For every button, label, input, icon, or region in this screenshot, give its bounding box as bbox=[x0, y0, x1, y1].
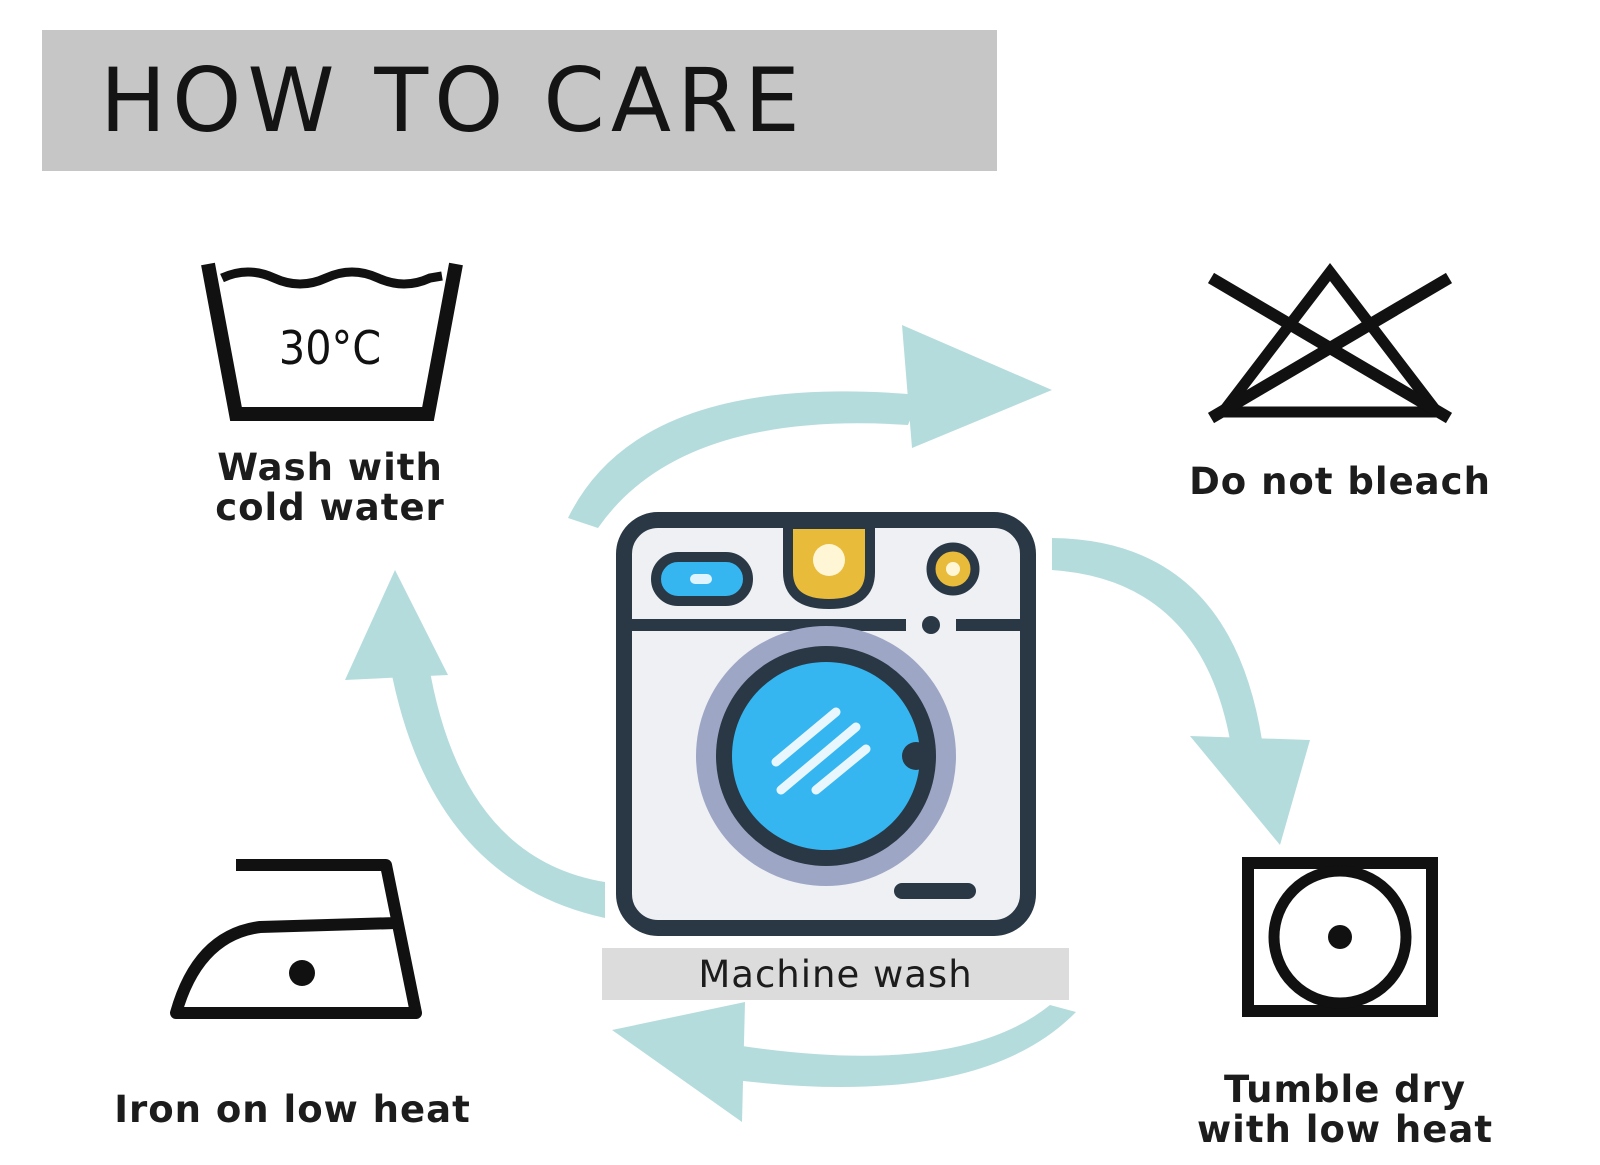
machine-label-box: Machine wash bbox=[602, 948, 1069, 1000]
iron-label: Iron on low heat bbox=[114, 1088, 471, 1131]
title-banner: HOW TO CARE bbox=[42, 30, 997, 171]
page-title: HOW TO CARE bbox=[100, 48, 806, 152]
arrow-iron-to-wash bbox=[345, 570, 605, 918]
tumble-label: Tumble dry with low heat bbox=[1175, 1070, 1515, 1150]
arrow-wash-to-bleach bbox=[568, 325, 1052, 528]
tumble-dry-icon bbox=[1242, 857, 1438, 1017]
wash-label: Wash with cold water bbox=[180, 448, 480, 528]
wash-label-line1: Wash with bbox=[217, 446, 443, 489]
temperature-text: 30°C bbox=[279, 321, 381, 375]
bleach-label: Do not bleach bbox=[1189, 460, 1491, 503]
tumble-label-line1: Tumble dry bbox=[1223, 1068, 1467, 1111]
tumble-label-line2: with low heat bbox=[1196, 1108, 1494, 1151]
no-bleach-icon bbox=[1207, 262, 1453, 424]
arrow-bleach-to-tumble bbox=[1052, 538, 1310, 845]
wash-tub-icon: 30°C bbox=[201, 262, 463, 421]
iron-icon bbox=[170, 859, 422, 1019]
arrow-tumble-to-machine bbox=[612, 1002, 1076, 1122]
wash-label-line2: cold water bbox=[215, 486, 445, 529]
machine-label: Machine wash bbox=[698, 952, 973, 996]
washing-machine-icon bbox=[616, 512, 1036, 936]
